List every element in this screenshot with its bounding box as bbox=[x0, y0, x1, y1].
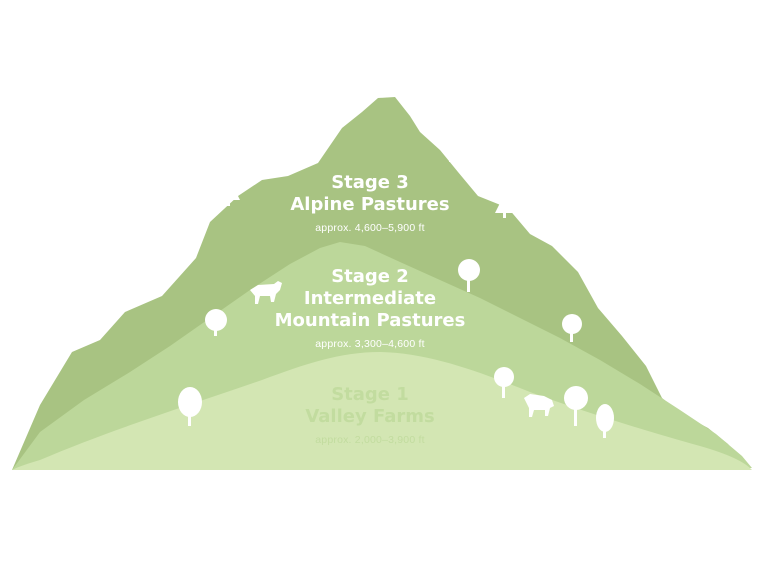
stage1-number: Stage 1 bbox=[331, 384, 409, 405]
stage2-label: Stage 2 Intermediate Mountain Pastures a… bbox=[250, 266, 490, 350]
pine-tree-icon bbox=[495, 190, 514, 218]
stage1-title: Stage 1 Valley Farms bbox=[270, 384, 470, 428]
stage3-label: Stage 3 Alpine Pastures approx. 4,600–5,… bbox=[270, 172, 470, 234]
stage2-name-line1: Intermediate bbox=[303, 288, 437, 309]
stage1-range: approx. 2,000–3,900 ft bbox=[315, 434, 425, 446]
stage3-number: Stage 3 bbox=[331, 172, 409, 193]
pine-tree-icon bbox=[216, 168, 240, 206]
stage1-label: Stage 1 Valley Farms approx. 2,000–3,900… bbox=[270, 384, 470, 446]
stage1-name: Valley Farms bbox=[305, 406, 435, 427]
stage2-name-line2: Mountain Pastures bbox=[274, 310, 466, 331]
tree-icon bbox=[596, 404, 614, 438]
cow-icon bbox=[524, 394, 554, 417]
cow-icon bbox=[250, 281, 282, 304]
stage2-title: Stage 2 Intermediate Mountain Pastures bbox=[250, 266, 490, 332]
tree-icon bbox=[494, 367, 514, 398]
tree-icon bbox=[564, 386, 588, 426]
tree-icon bbox=[458, 259, 480, 292]
stage2-number: Stage 2 bbox=[331, 266, 409, 287]
tree-icon bbox=[562, 314, 582, 342]
stage3-title: Stage 3 Alpine Pastures bbox=[270, 172, 470, 216]
tree-icon bbox=[178, 387, 202, 426]
stage3-name: Alpine Pastures bbox=[290, 194, 450, 215]
goat-icon bbox=[444, 141, 468, 162]
stage2-range: approx. 3,300–4,600 ft bbox=[315, 338, 425, 350]
stage3-range: approx. 4,600–5,900 ft bbox=[315, 222, 425, 234]
stage1-hill bbox=[12, 352, 752, 470]
tree-icon bbox=[205, 309, 227, 336]
